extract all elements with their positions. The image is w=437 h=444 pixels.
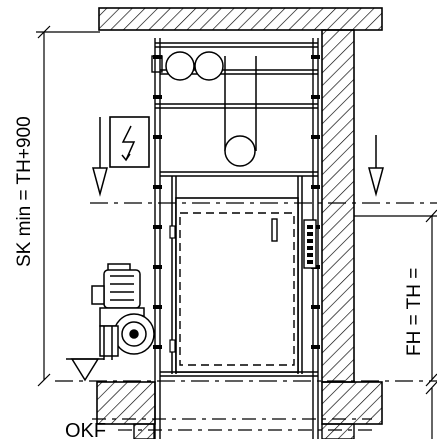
floor-reference-label: OKF (65, 420, 106, 439)
down-arrow-icon (92, 117, 384, 197)
pit-wall-right (321, 423, 355, 440)
dimension-lines (36, 25, 437, 439)
floor-slab-right (321, 381, 383, 425)
right-shaft-wall (321, 29, 355, 383)
car-door (175, 197, 299, 373)
control-panel (303, 219, 317, 269)
ceiling-slab (98, 7, 383, 31)
pulley-system (165, 51, 257, 167)
level-lines (55, 202, 437, 431)
floor-height-label: FH = TH = (404, 268, 425, 356)
lightning-bolt-icon (109, 116, 150, 168)
pit-wall-left (133, 423, 155, 440)
motor-icon (91, 263, 155, 360)
door-hinges (169, 225, 176, 353)
shaft-height-label: SK min = TH+900 (14, 116, 35, 267)
floor-slab-left (96, 381, 156, 425)
level-triangle-icon (66, 358, 104, 382)
